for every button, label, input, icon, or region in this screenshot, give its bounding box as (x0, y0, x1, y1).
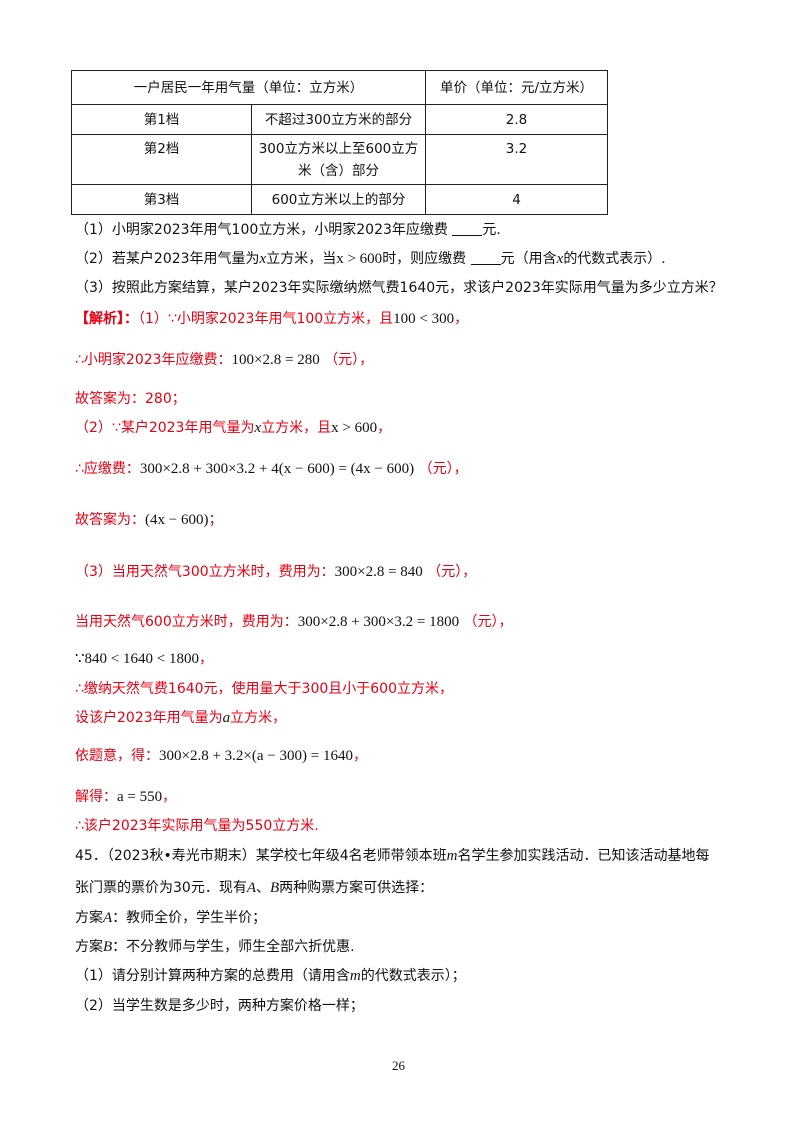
solution-line: 设该户2023年用气量为a立方米， (75, 710, 287, 726)
table-header-usage: 一户居民一年用气量（单位：立方米） (71, 70, 426, 105)
price-cell: 4 (425, 184, 608, 215)
table-row: 第2档 300立方米以上至600立方 米（含）部分 3.2 (71, 134, 608, 185)
range-cell: 300立方米以上至600立方 米（含）部分 (251, 134, 426, 185)
answer-blank (470, 250, 501, 265)
question-3: （3）按照此方案结算，某户2023年实际缴纳燃气费1640元，求该户2023年实… (75, 280, 723, 296)
solution-tag: 【解析】： (75, 311, 138, 327)
question-1: （1）小明家2023年用气100立方米，小明家2023年应缴费 元. (75, 221, 501, 238)
solution-line: （2）∵某户2023年用气量为x立方米，且x > 600， (75, 420, 392, 436)
range-cell: 不超过300立方米的部分 (251, 104, 426, 135)
tier-cell: 第3档 (71, 184, 252, 215)
gas-price-table: 一户居民一年用气量（单位：立方米） 单价（单位：元/立方米） 第1档 不超过30… (71, 70, 608, 215)
price-cell: 3.2 (425, 134, 608, 185)
question-2: （2）若某户2023年用气量为x立方米，当x > 600时，则应缴费 元（用含x… (75, 250, 666, 267)
solution-line: （3）当用天然气300立方米时，费用为：300×2.8 = 840 （元）， (75, 564, 477, 580)
problem-45-line: 45．（2023秋•寿光市期末）某学校七年级4名老师带领本班m名学生参加实践活动… (75, 848, 710, 864)
table-header-price: 单价（单位：元/立方米） (425, 70, 608, 105)
solution-line: 当用天然气600立方米时，费用为：300×2.8 + 300×3.2 = 180… (75, 614, 513, 630)
solution-line: 解得：a = 550， (75, 789, 177, 805)
solution-line: 【解析】：（1）∵小明家2023年用气100立方米，且100 < 300， (75, 311, 469, 327)
solution-line: ∴缴纳天然气费1640元，使用量大于300且小于600立方米， (75, 681, 453, 697)
solution-line: 故答案为：(4x − 600)； (75, 512, 223, 528)
table-header-row: 一户居民一年用气量（单位：立方米） 单价（单位：元/立方米） (71, 70, 608, 105)
price-cell: 2.8 (425, 104, 608, 135)
problem-45-line: 方案A：教师全价，学生半价； (75, 910, 267, 926)
solution-line: ∴应缴费：300×2.8 + 300×3.2 + 4(x − 600) = (4… (75, 461, 468, 477)
problem-45-line: （2）当学生数是多少时，两种方案价格一样； (75, 998, 364, 1014)
answer-blank (452, 221, 483, 236)
solution-line: 故答案为：280； (75, 391, 186, 407)
range-line: 300立方米以上至600立方 (258, 140, 419, 157)
problem-45-line: 方案B：不分教师与学生，师生全部六折优惠. (75, 939, 355, 955)
tier-cell: 第1档 (71, 104, 252, 135)
solution-line: ∵840 < 1640 < 1800， (75, 651, 213, 667)
problem-45-line: （1）请分别计算两种方案的总费用（请用含m的代数式表示）； (75, 968, 466, 984)
problem-45-line: 张门票的票价为30元．现有A、B两种购票方案可供选择： (75, 880, 434, 896)
table-row: 第3档 600立方米以上的部分 4 (71, 184, 608, 215)
solution-line: 依题意，得：300×2.8 + 3.2×(a − 300) = 1640， (75, 748, 367, 764)
solution-line: ∴该户2023年实际用气量为550立方米. (75, 818, 319, 834)
table-row: 第1档 不超过300立方米的部分 2.8 (71, 104, 608, 135)
page-number: 26 (392, 1058, 405, 1073)
tier-cell: 第2档 (71, 134, 252, 185)
solution-line: ∴小明家2023年应缴费：100×2.8 = 280 （元）， (75, 352, 374, 368)
range-line: 米（含）部分 (298, 162, 379, 179)
range-cell: 600立方米以上的部分 (251, 184, 426, 215)
